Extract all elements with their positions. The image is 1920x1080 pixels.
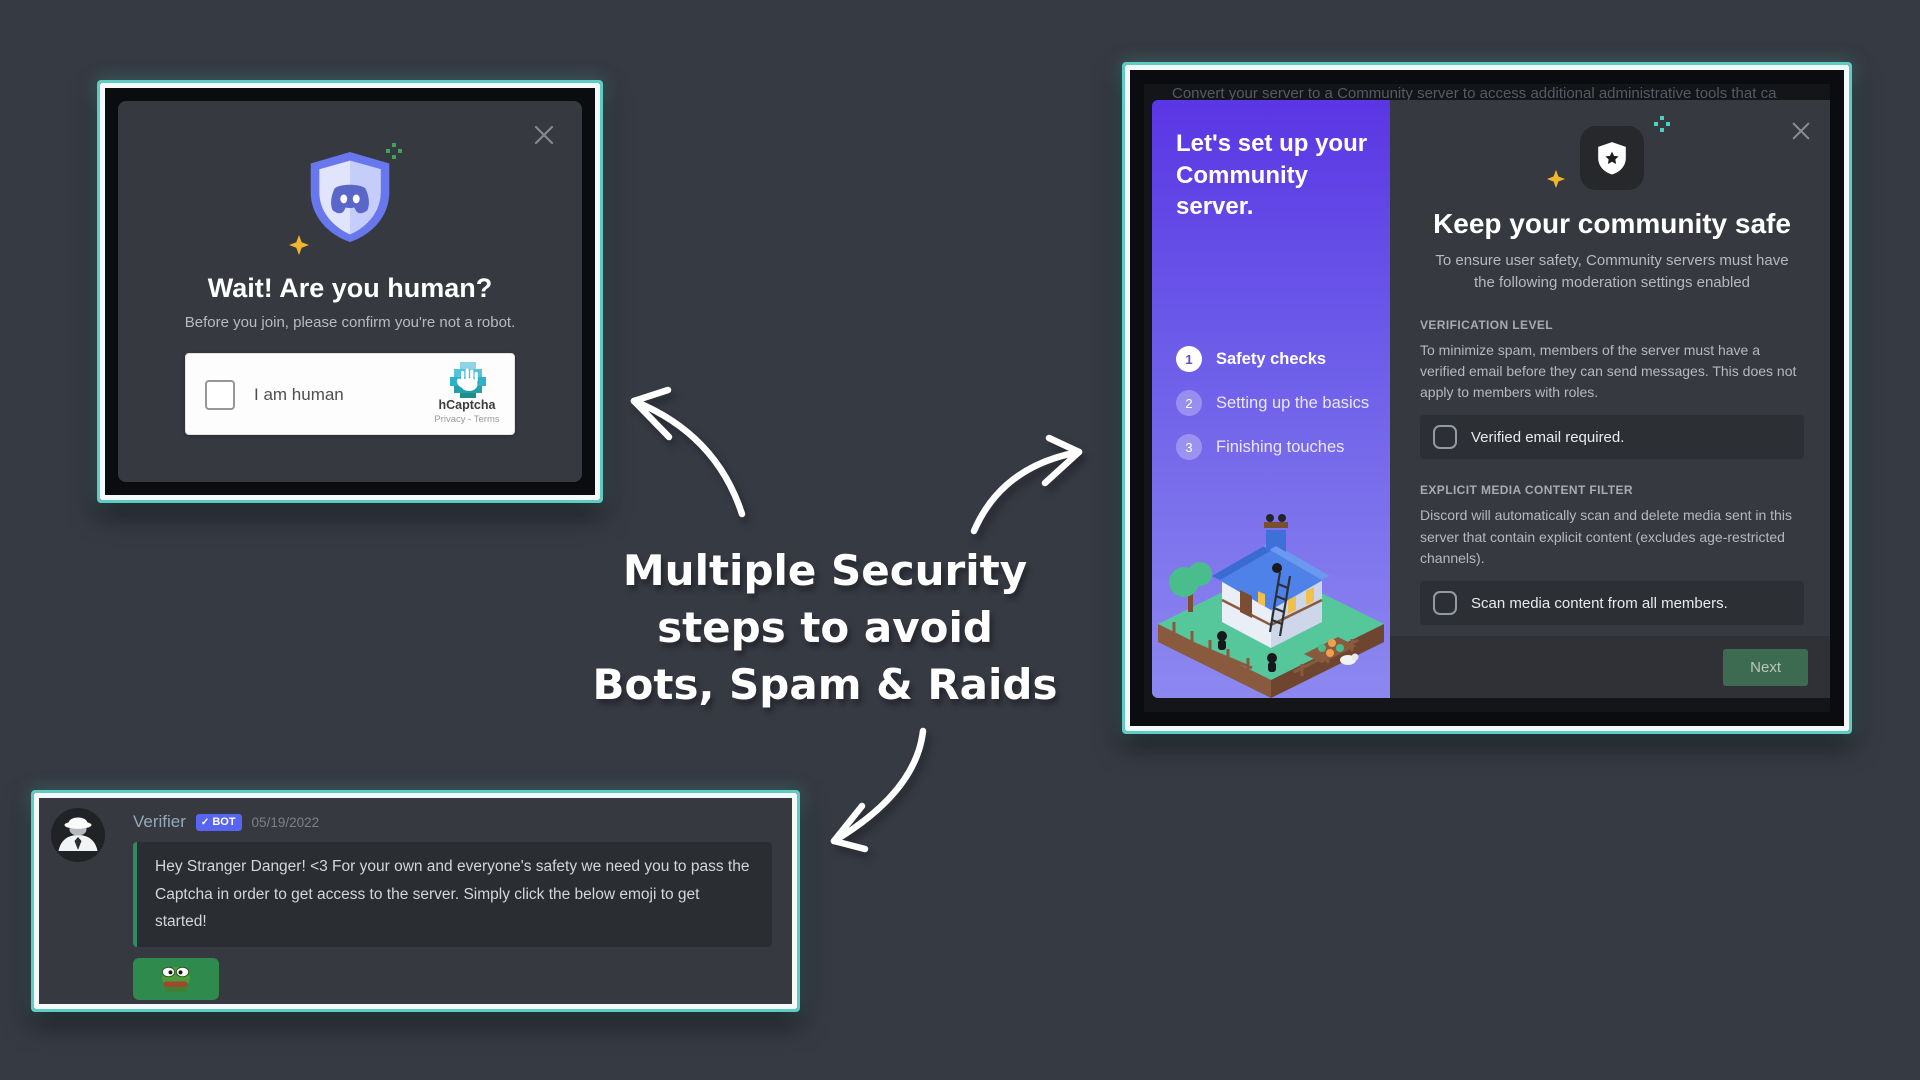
scan-media-checkbox-row[interactable]: Scan media content from all members. [1420, 581, 1804, 626]
community-setup-screenshot-frame: Convert your server to a Community serve… [1122, 62, 1852, 734]
close-icon[interactable] [532, 123, 556, 152]
step-number: 1 [1176, 346, 1202, 372]
wizard-steps: 1 Safety checks 2 Setting up the basics … [1176, 346, 1369, 478]
bot-badge: ✓ BOT [195, 813, 242, 831]
hcaptcha-checkbox-label: I am human [254, 385, 344, 404]
arrow-to-bot-message-icon [830, 727, 927, 853]
verified-check-icon: ✓ [200, 816, 210, 828]
sparkle-star-icon [1546, 169, 1566, 194]
wizard-step-finishing: 3 Finishing touches [1176, 434, 1369, 460]
bot-message-text: Hey Stranger Danger! <3 For your own and… [133, 842, 772, 947]
panel-subheading: To ensure user safety, Community servers… [1435, 252, 1789, 291]
panel-heading: Keep your community safe [1433, 208, 1791, 239]
discord-shield-icon [289, 143, 410, 255]
verification-level-label: VERIFICATION LEVEL [1420, 317, 1553, 332]
bot-message-screenshot-frame: Verifier ✓ BOT 05/19/2022 Hey Stranger D… [31, 790, 800, 1012]
verified-email-checkbox[interactable] [1433, 425, 1457, 450]
captcha-emoji-reaction-button[interactable] [133, 957, 219, 1000]
captcha-screenshot-frame: Wait! Are you human? Before you join, pl… [97, 80, 603, 503]
background-banner-text: Convert your server to a Community serve… [1172, 85, 1777, 102]
hcaptcha-widget: I am human [185, 353, 515, 435]
close-icon[interactable] [1790, 120, 1812, 147]
verified-email-checkbox-row[interactable]: Verified email required. [1420, 415, 1804, 460]
arrow-to-community-icon [970, 434, 1083, 535]
pepe-emoji-icon [161, 966, 190, 992]
step-number: 2 [1176, 390, 1202, 416]
community-setup-screenshot: Convert your server to a Community serve… [1144, 84, 1830, 712]
arrow-to-captcha-icon [630, 386, 746, 518]
captcha-subtitle: Before you join, please confirm you're n… [184, 314, 516, 331]
house-illustration [1158, 514, 1384, 698]
hcaptcha-checkbox[interactable] [205, 380, 235, 410]
wizard-step-safety-checks: 1 Safety checks [1176, 346, 1369, 372]
poster-headline: Multiple Security steps to avoid Bots, S… [592, 546, 1058, 709]
community-setup-modal: Let's set up your Community server. 1 Sa… [1152, 100, 1830, 698]
bot-username[interactable]: Verifier [133, 812, 186, 831]
next-button[interactable]: Next [1723, 649, 1808, 686]
wizard-title: Let's set up your Community server. [1176, 130, 1368, 221]
captcha-screenshot-inner-frame: Wait! Are you human? Before you join, pl… [100, 83, 600, 500]
wizard-step-basics: 2 Setting up the basics [1176, 390, 1369, 416]
bot-message: Verifier ✓ BOT 05/19/2022 Hey Stranger D… [34, 793, 797, 1009]
media-filter-description: Discord will automatically scan and dele… [1420, 507, 1792, 566]
scan-media-checkbox[interactable] [1433, 591, 1457, 616]
community-setup-inner-frame: Convert your server to a Community serve… [1125, 65, 1849, 731]
setup-wizard-sidebar: Let's set up your Community server. 1 Sa… [1152, 100, 1390, 698]
message-timestamp: 05/19/2022 [251, 814, 320, 830]
hcaptcha-brand: hCaptcha [438, 398, 496, 412]
sparkle-dots-icon [1654, 116, 1670, 132]
verification-level-description: To minimize spam, members of the server … [1420, 341, 1797, 401]
hcaptcha-privacy-terms-links[interactable]: Privacy - Terms [434, 414, 500, 425]
captcha-modal: Wait! Are you human? Before you join, pl… [118, 101, 582, 482]
hcaptcha-logo-icon [450, 362, 486, 398]
media-filter-label: EXPLICIT MEDIA CONTENT FILTER [1420, 483, 1633, 498]
step-number: 3 [1176, 434, 1202, 460]
modal-footer: Next [1390, 636, 1830, 698]
captcha-title: Wait! Are you human? [207, 273, 493, 303]
sparkle-dots-icon [386, 143, 402, 159]
bot-avatar[interactable] [51, 808, 105, 862]
sparkle-star-icon [288, 234, 310, 261]
moderation-shield-icon [1580, 126, 1644, 190]
safety-checks-panel: Keep your community safe To ensure user … [1390, 100, 1830, 698]
